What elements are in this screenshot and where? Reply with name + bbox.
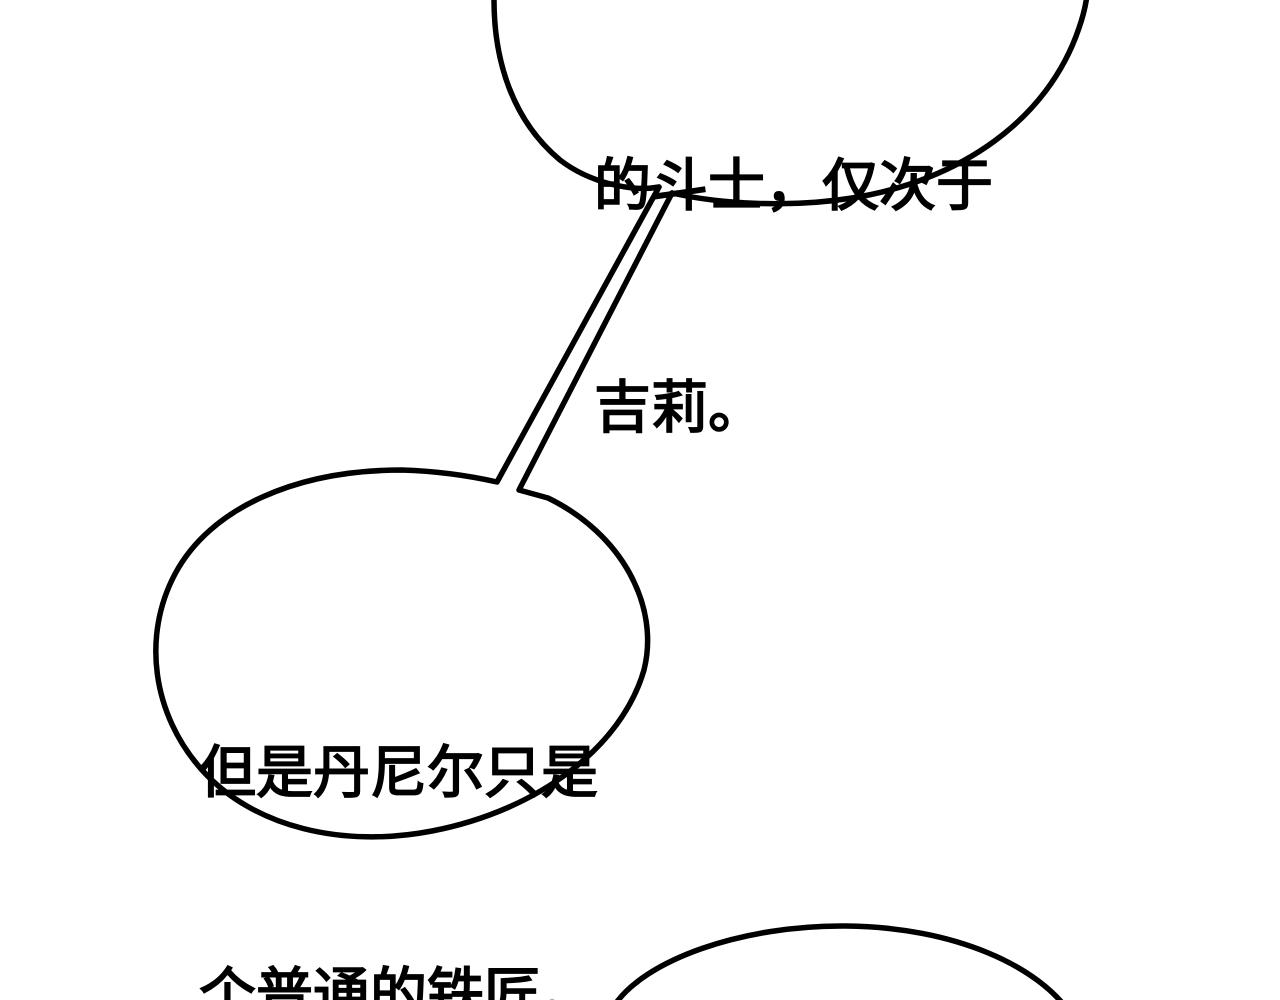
speech-bubble-lower-outline bbox=[153, 467, 651, 840]
bubble-tail-stroke-left bbox=[494, 184, 662, 485]
speech-bubble-upper-line-1: 的斗士，仅次于 bbox=[594, 153, 993, 220]
speech-bubble-upper-line-2: 吉莉。 bbox=[594, 375, 765, 442]
speech-bubble-lower-text: 但是丹尼尔只是 个普通的铁匠。 bbox=[199, 588, 598, 1000]
speech-bubble-upper bbox=[485, 0, 1090, 207]
speech-bubble-upper-outline-right bbox=[669, 0, 1090, 207]
speech-bubble-next-fill bbox=[630, 923, 1050, 1000]
speech-bubble-lower-fill bbox=[153, 469, 650, 838]
speech-bubble-upper-fill bbox=[485, 0, 1090, 204]
speech-bubble-next-outline bbox=[615, 923, 1064, 1000]
bubble-tail-connector bbox=[494, 184, 675, 493]
speech-bubble-lower-line-2: 个普通的铁匠。 bbox=[199, 962, 598, 1000]
speech-bubble-upper-outline-left bbox=[491, 0, 662, 192]
bubble-tail-fill bbox=[497, 187, 672, 489]
speech-bubble-lower bbox=[153, 467, 651, 840]
speech-bubble-upper-text: 的斗士，仅次于 吉莉。 bbox=[594, 1, 993, 594]
speech-bubble-lower-line-1: 但是丹尼尔只是 bbox=[199, 740, 598, 807]
speech-bubble-next-partial bbox=[615, 923, 1064, 1000]
bubble-tail-stroke-right bbox=[516, 190, 675, 493]
